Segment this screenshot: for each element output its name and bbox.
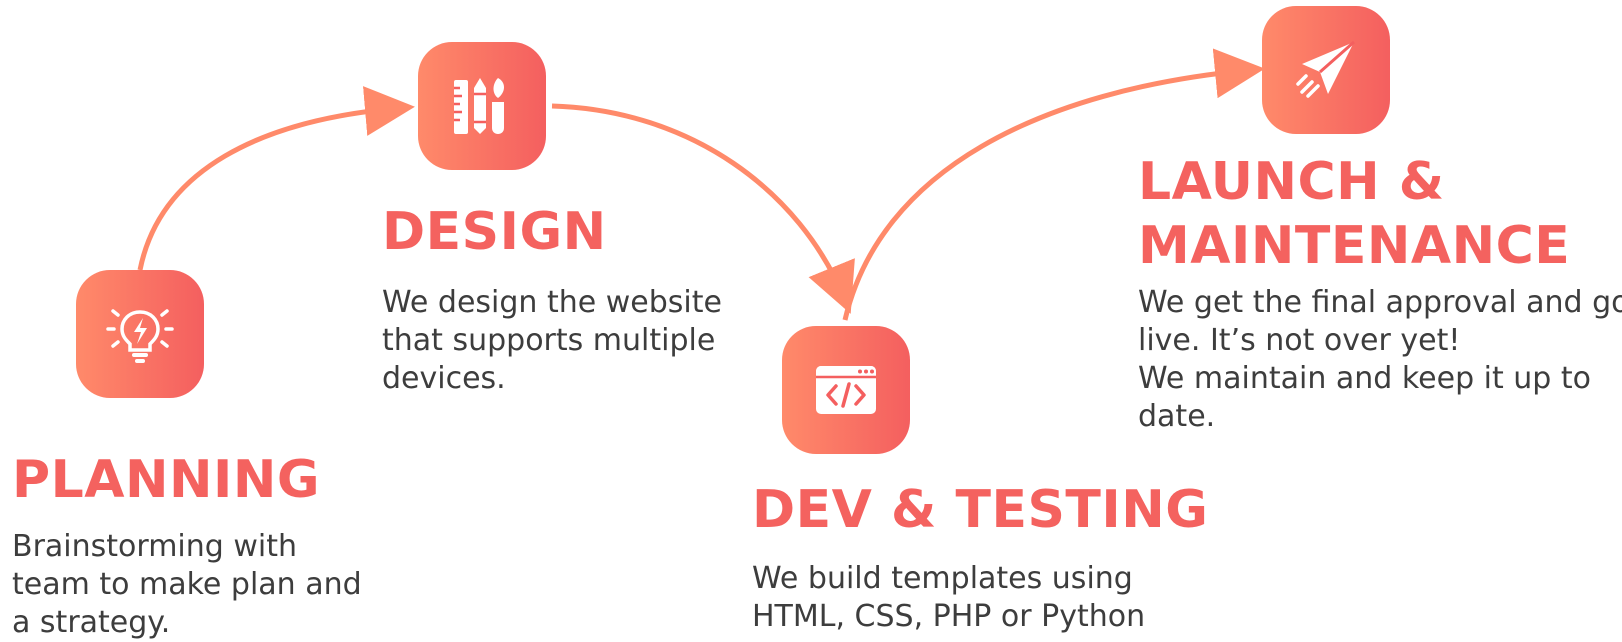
planning-tile bbox=[76, 270, 204, 398]
description-line: live. It’s not over yet! bbox=[1138, 323, 1461, 358]
description-line: HTML, CSS, PHP or Python bbox=[752, 599, 1146, 634]
description-line: We build templates using bbox=[752, 561, 1133, 596]
paper-plane-icon bbox=[1296, 40, 1355, 98]
description-line: that supports multiple bbox=[382, 323, 716, 358]
launch-title: LAUNCH & MAINTENANCE bbox=[1138, 150, 1570, 278]
description-line: We get the final approval and go bbox=[1138, 285, 1622, 320]
description-line: date. bbox=[1138, 399, 1216, 434]
description-line: We maintain and keep it up to bbox=[1138, 361, 1592, 396]
arrow-dev-to-launch bbox=[842, 48, 1265, 321]
description-line: team to make plan and bbox=[12, 567, 362, 602]
description-line: Brainstorming with bbox=[12, 529, 297, 564]
code-window-icon bbox=[816, 366, 876, 414]
design-title: DESIGN bbox=[382, 202, 607, 262]
arrow-planning-to-design bbox=[137, 86, 415, 271]
design-tile bbox=[418, 42, 546, 170]
launch-tile bbox=[1262, 6, 1390, 134]
launch-title-line: LAUNCH & bbox=[1138, 152, 1445, 212]
launch-description: We get the final approval and go live. I… bbox=[1138, 284, 1622, 436]
design-tools-icon bbox=[454, 78, 504, 134]
description-line: a strategy. bbox=[12, 605, 171, 640]
planning-title: PLANNING bbox=[12, 450, 321, 510]
design-description: We design the website that supports mult… bbox=[382, 284, 722, 398]
arrow-design-to-dev bbox=[551, 103, 855, 314]
dev-testing-tile bbox=[782, 326, 910, 454]
dev-testing-title: DEV & TESTING bbox=[752, 480, 1209, 540]
planning-description: Brainstorming with team to make plan and… bbox=[12, 528, 362, 642]
dev-testing-description: We build templates using HTML, CSS, PHP … bbox=[752, 560, 1145, 636]
description-line: We design the website bbox=[382, 285, 722, 320]
launch-title-line: MAINTENANCE bbox=[1138, 216, 1571, 276]
lightbulb-icon bbox=[106, 309, 174, 363]
description-line: devices. bbox=[382, 361, 506, 396]
